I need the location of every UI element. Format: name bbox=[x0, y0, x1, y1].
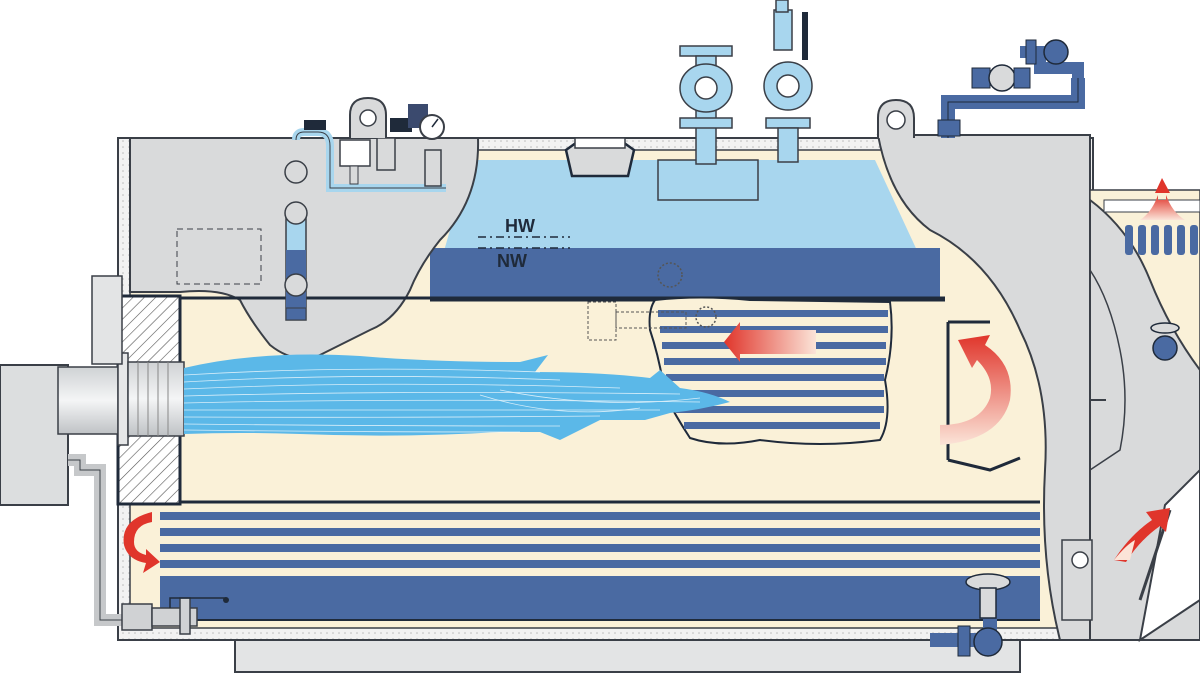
manhole bbox=[564, 137, 636, 178]
rear-door bbox=[1061, 539, 1093, 621]
rear-exit-arrow-icon bbox=[1114, 508, 1170, 562]
safety-valve bbox=[763, 0, 813, 163]
flame bbox=[183, 354, 730, 440]
gauge-icon bbox=[419, 114, 445, 140]
water-level-gauge bbox=[284, 120, 446, 321]
high-water-label: HW bbox=[505, 216, 535, 236]
flow-arrow-icon bbox=[724, 322, 816, 362]
flue-exit-arrow-icon bbox=[1140, 178, 1185, 220]
feed-water-line bbox=[937, 39, 1085, 138]
steam-valve-1 bbox=[657, 45, 759, 201]
normal-water-marker: NW bbox=[478, 247, 570, 271]
rear-smoke-box bbox=[1089, 189, 1200, 643]
lifting-lug bbox=[877, 98, 915, 138]
high-water-marker: HW bbox=[478, 216, 570, 238]
blowdown-valve bbox=[930, 573, 1011, 657]
rear-tube-ends bbox=[1125, 225, 1198, 255]
furnace-tube bbox=[180, 296, 1040, 504]
normal-water-label: NW bbox=[497, 251, 527, 271]
rear-turn-arrow-icon bbox=[940, 335, 1011, 445]
fuel-line bbox=[68, 454, 229, 635]
lower-tube-bank bbox=[160, 512, 1040, 621]
valve-icon bbox=[284, 160, 308, 297]
burner-icon bbox=[0, 275, 185, 506]
pressure-controls bbox=[339, 96, 445, 187]
shell-cutaway-right bbox=[876, 134, 1091, 641]
front-turn-arrow-icon bbox=[123, 512, 160, 573]
side-valve bbox=[1150, 322, 1180, 361]
